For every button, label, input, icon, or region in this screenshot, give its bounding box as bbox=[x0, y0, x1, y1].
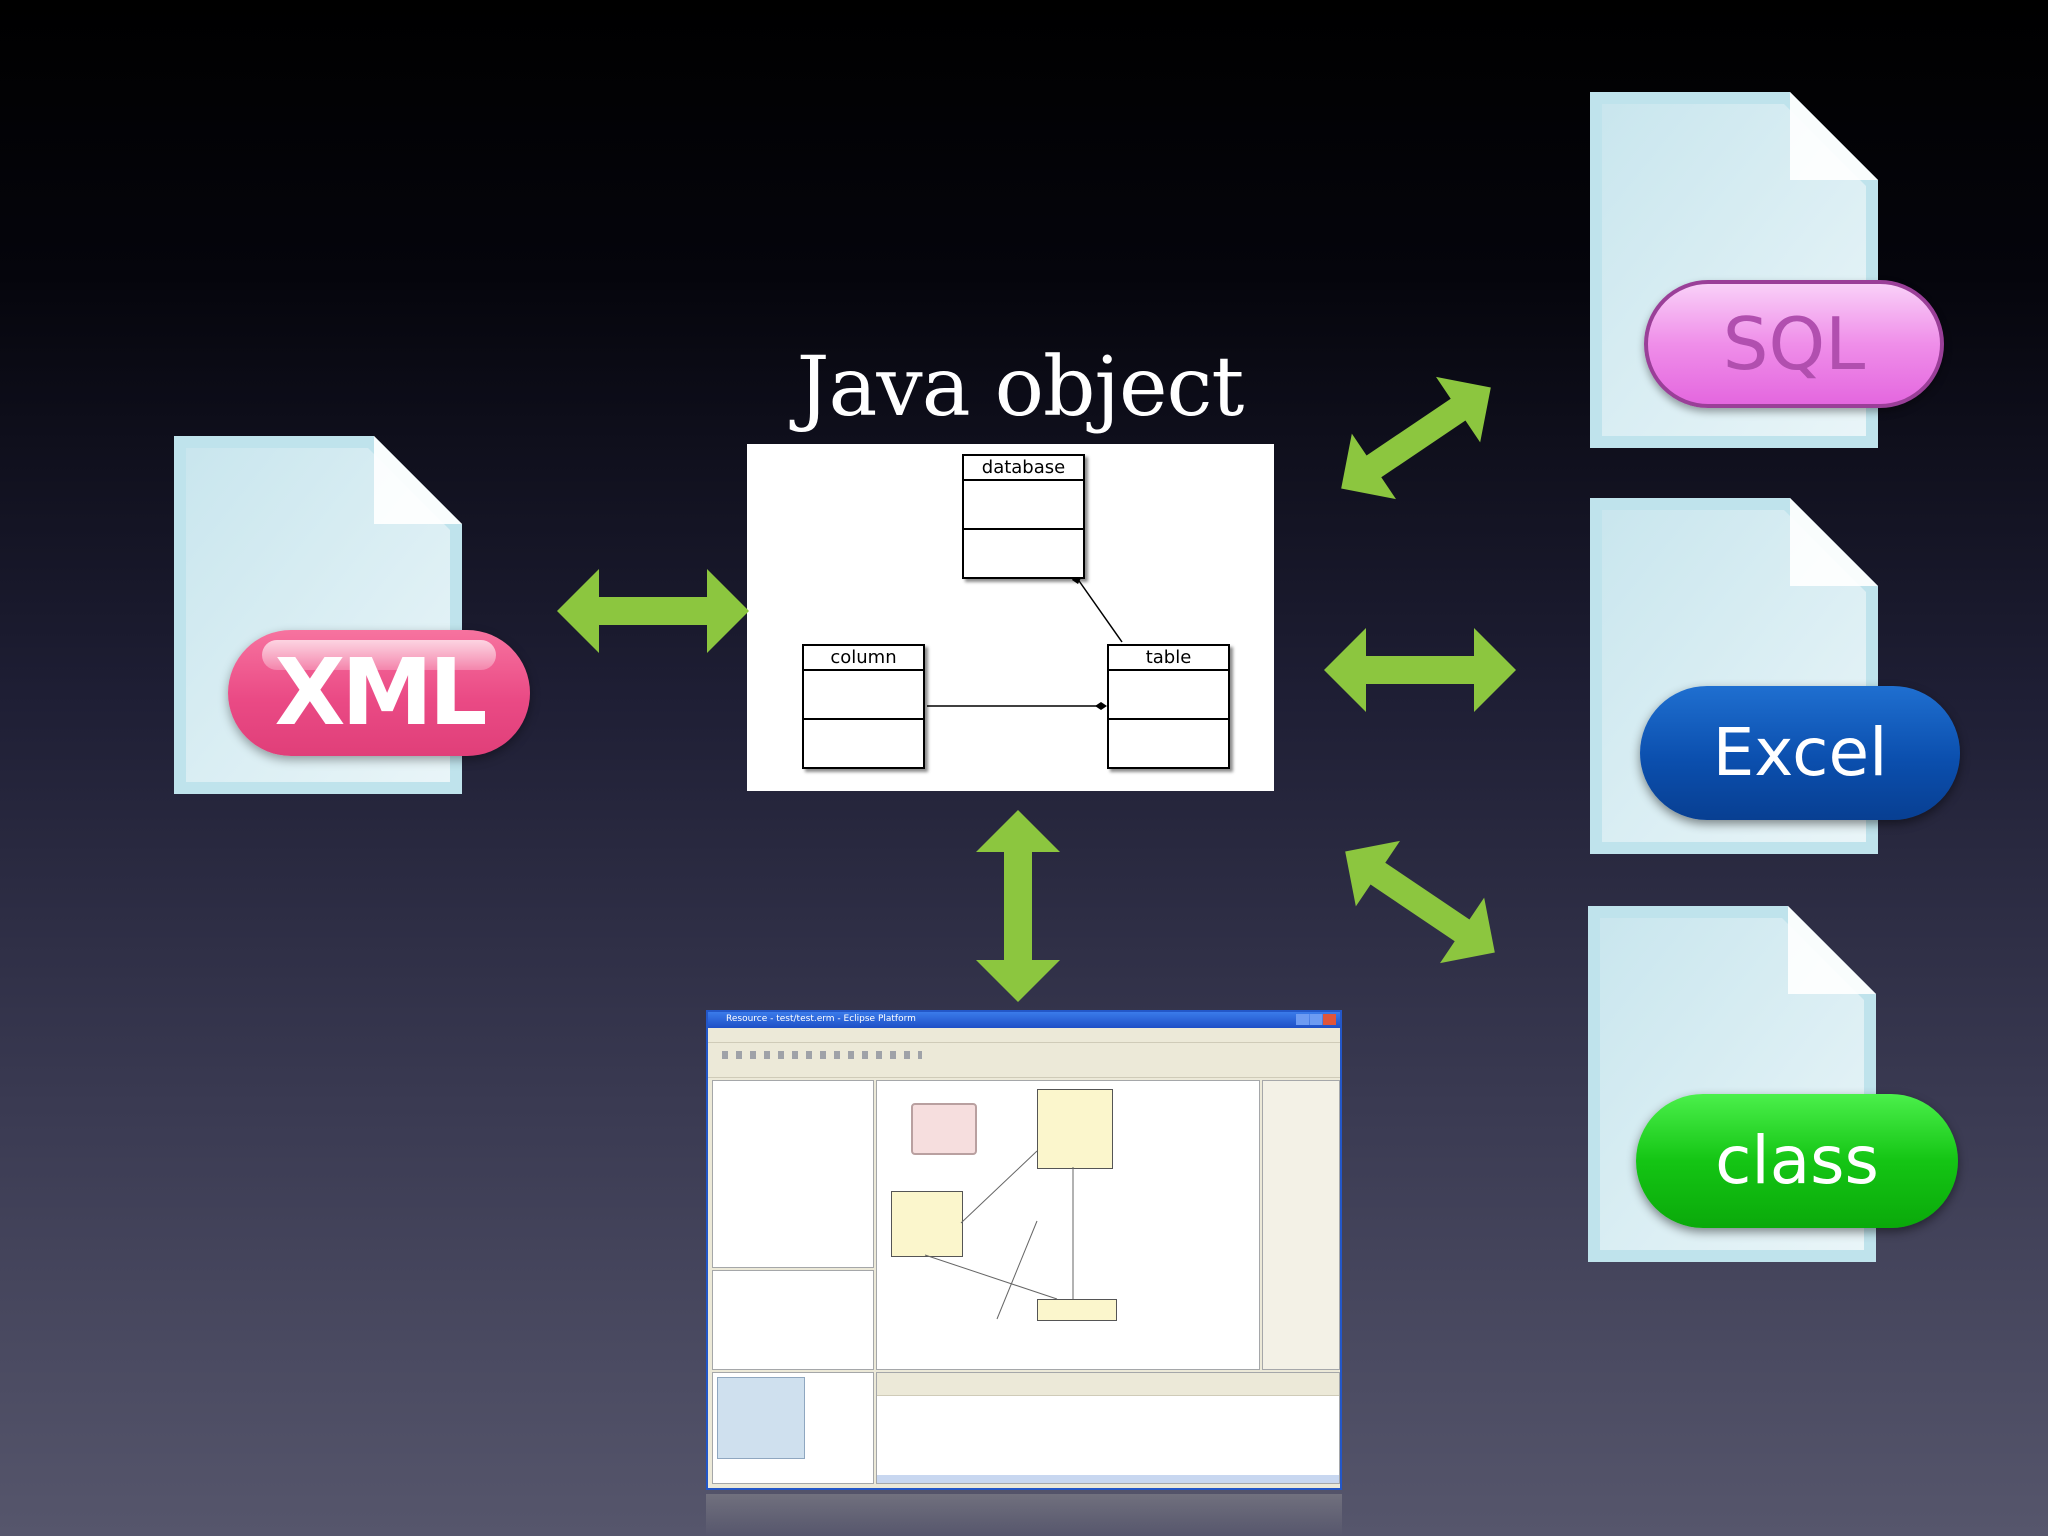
uml-class-name: table bbox=[1109, 646, 1228, 671]
excel-label: Excel bbox=[1712, 714, 1888, 791]
uml-attributes bbox=[804, 671, 923, 720]
diagram-editor bbox=[876, 1080, 1260, 1370]
diagram-table-3 bbox=[1037, 1299, 1117, 1321]
uml-class-database: database bbox=[962, 454, 1085, 579]
palette bbox=[1262, 1080, 1340, 1370]
badge-shine bbox=[262, 640, 496, 670]
horizontal-scrollbar bbox=[877, 1475, 1339, 1483]
problems-view bbox=[876, 1372, 1340, 1484]
problems-header bbox=[877, 1373, 1339, 1396]
java-sql-arrow-icon bbox=[1319, 354, 1513, 522]
excel-badge: Excel bbox=[1640, 686, 1960, 820]
uml-class-name: column bbox=[804, 646, 923, 671]
uml-diagram: database column table bbox=[747, 444, 1274, 791]
menu-bar bbox=[708, 1028, 1340, 1043]
uml-class-column: column bbox=[802, 644, 925, 769]
diagram-table-1 bbox=[1037, 1089, 1113, 1169]
java-editor-arrow-icon bbox=[976, 810, 1060, 1002]
xml-label: XML bbox=[274, 639, 487, 746]
java-excel-arrow-icon bbox=[1324, 628, 1516, 712]
window-title: Resource - test/test.erm - Eclipse Platf… bbox=[726, 1014, 916, 1024]
outline-view bbox=[712, 1270, 874, 1370]
uml-class-name: database bbox=[964, 456, 1083, 481]
java-class-arrow-icon bbox=[1323, 818, 1517, 986]
diagram-relations bbox=[924, 1150, 1074, 1320]
sql-label: SQL bbox=[1722, 302, 1866, 386]
diagram-table-2 bbox=[891, 1191, 963, 1257]
sql-badge: SQL bbox=[1644, 280, 1944, 408]
class-label: class bbox=[1715, 1122, 1879, 1199]
uml-attributes bbox=[964, 481, 1083, 530]
window-titlebar: Resource - test/test.erm - Eclipse Platf… bbox=[708, 1012, 1340, 1028]
overview-thumbnail bbox=[717, 1377, 805, 1459]
window-controls bbox=[1296, 1014, 1336, 1025]
uml-attributes bbox=[1109, 671, 1228, 720]
overview-view bbox=[712, 1372, 874, 1484]
uml-connectors bbox=[927, 574, 1123, 710]
diagram-note bbox=[911, 1103, 977, 1155]
project-explorer bbox=[712, 1080, 874, 1268]
screenshot-reflection bbox=[706, 1494, 1342, 1536]
toolbar bbox=[708, 1043, 1340, 1078]
xml-java-arrow-icon bbox=[557, 569, 749, 653]
xml-badge: XML bbox=[228, 630, 530, 756]
uml-class-table: table bbox=[1107, 644, 1230, 769]
class-badge: class bbox=[1636, 1094, 1958, 1228]
editor-screenshot: Resource - test/test.erm - Eclipse Platf… bbox=[706, 1010, 1342, 1490]
java-object-title: Java object bbox=[796, 340, 1245, 435]
